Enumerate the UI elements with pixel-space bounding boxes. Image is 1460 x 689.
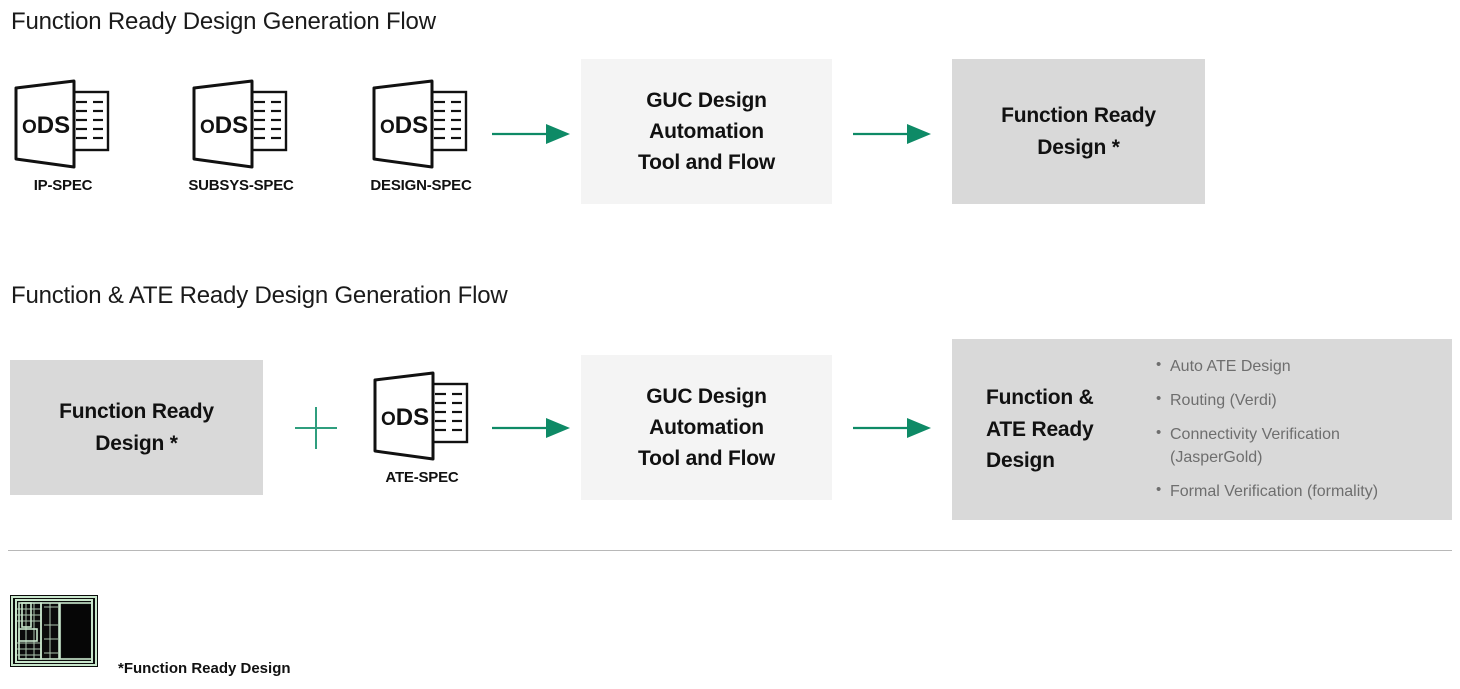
input-box-function-ready-design[interactable]: Function Ready Design * [10, 360, 263, 495]
result-box-label: Function Ready Design * [1001, 104, 1156, 159]
spec-node-design-spec[interactable]: ODS DESIGN-SPEC [366, 78, 476, 194]
ods-document-icon: ODS [367, 370, 471, 462]
ods-document-icon: ODS [366, 78, 470, 170]
list-item: Auto ATE Design [1156, 355, 1378, 378]
input-box-label: Function Ready Design * [59, 400, 214, 455]
section-title-flow1: Function Ready Design Generation Flow [11, 8, 436, 35]
result-box-function-ate-ready-design[interactable]: Function & ATE Ready Design Auto ATE Des… [952, 339, 1452, 520]
spec-label: DESIGN-SPEC [370, 177, 472, 194]
arrow-right-icon [853, 120, 933, 148]
plus-icon [292, 404, 340, 457]
process-box-guc-design-automation[interactable]: GUC Design Automation Tool and Flow [581, 59, 832, 204]
result-box-function-ready-design[interactable]: Function Ready Design * [952, 59, 1205, 204]
ods-document-icon: ODS [186, 78, 290, 170]
arrow-right-icon [492, 120, 572, 148]
arrow-right-icon [853, 414, 933, 442]
chip-floorplan-thumbnail [10, 595, 98, 667]
list-item: Routing (Verdi) [1156, 389, 1378, 412]
footnote-text: *Function Ready Design [118, 660, 291, 677]
list-item: Connectivity Verification (JasperGold) [1156, 423, 1378, 468]
svg-text:ODS: ODS [22, 112, 70, 139]
process-box-label: GUC Design Automation Tool and Flow [638, 384, 775, 471]
spec-node-ate-spec[interactable]: ODS ATE-SPEC [367, 370, 477, 486]
result-box-feature-list: Auto ATE Design Routing (Verdi) Connecti… [1156, 355, 1378, 503]
spec-label: SUBSYS-SPEC [188, 177, 294, 194]
spec-label: IP-SPEC [33, 177, 93, 194]
svg-text:ODS: ODS [200, 112, 248, 139]
process-box-guc-design-automation[interactable]: GUC Design Automation Tool and Flow [581, 355, 832, 500]
spec-label: ATE-SPEC [385, 469, 459, 486]
svg-text:ODS: ODS [380, 112, 428, 139]
arrow-right-icon [492, 414, 572, 442]
list-item: Formal Verification (formality) [1156, 480, 1378, 503]
process-box-label: GUC Design Automation Tool and Flow [638, 88, 775, 175]
spec-node-subsys-spec[interactable]: ODS SUBSYS-SPEC [186, 78, 296, 194]
svg-text:ODS: ODS [381, 404, 429, 431]
ods-document-icon: ODS [8, 78, 112, 170]
section-title-flow2: Function & ATE Ready Design Generation F… [11, 282, 508, 309]
spec-node-ip-spec[interactable]: ODS IP-SPEC [8, 78, 118, 194]
result-box-heading: Function & ATE Ready Design [986, 386, 1094, 473]
horizontal-divider [8, 550, 1452, 551]
